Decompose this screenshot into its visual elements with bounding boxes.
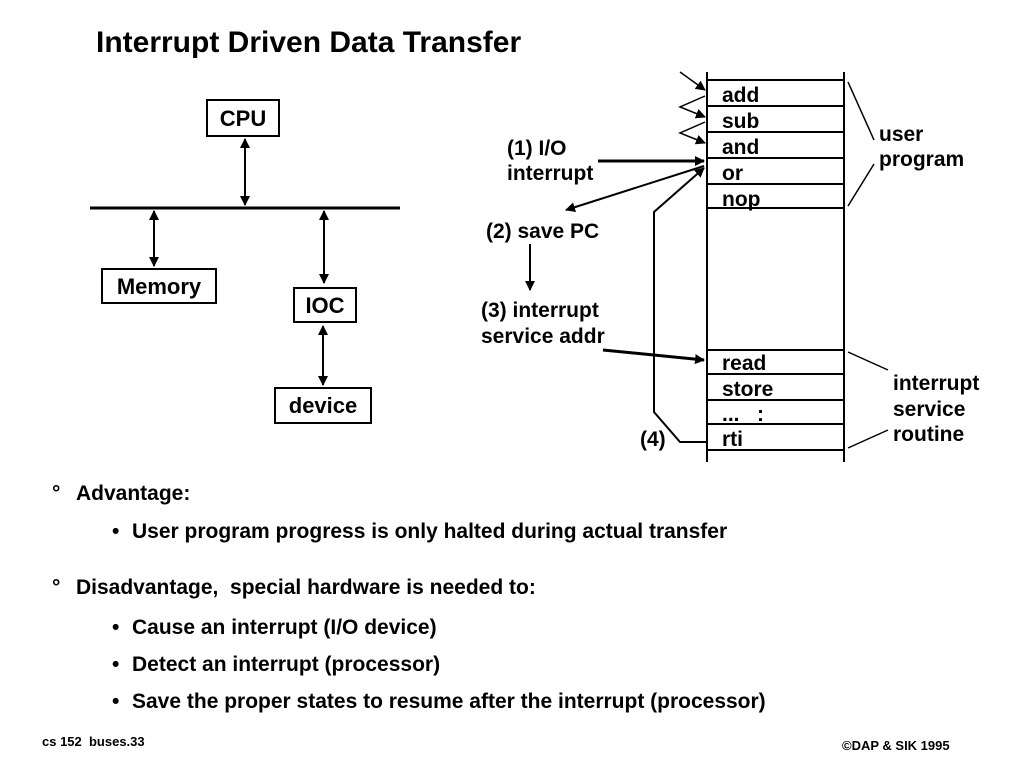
interrupt-diagram: CPU Memory IOC device add bbox=[90, 71, 979, 462]
bullet-disadvantage-item-1: • Cause an interrupt (I/O device) bbox=[112, 616, 437, 640]
memory-cell-read: read bbox=[722, 352, 766, 375]
isr-label-line2: service bbox=[893, 398, 965, 421]
service-routine-cells: read store ... : rti bbox=[707, 349, 844, 451]
step2-label: (2) save PC bbox=[486, 220, 599, 243]
memory-label: Memory bbox=[117, 274, 202, 299]
memory-cell-rti: rti bbox=[722, 428, 743, 451]
page-title: Interrupt Driven Data Transfer bbox=[96, 26, 522, 59]
pc-step-arrows bbox=[678, 71, 706, 145]
step1-label-line1: (1) I/O bbox=[507, 137, 567, 160]
bullet-advantage-item: • User program progress is only halted du… bbox=[112, 520, 727, 544]
step3-label-line1: (3) interrupt bbox=[481, 299, 599, 322]
memory-cell-ellipsis: ... : bbox=[722, 403, 764, 426]
step4-label: (4) bbox=[640, 428, 666, 451]
disadvantage-item-text: Detect an interrupt (processor) bbox=[132, 653, 441, 676]
disadvantage-text: Disadvantage, special hardware is needed… bbox=[76, 576, 536, 599]
user-program-label-line1: user bbox=[879, 123, 923, 146]
step3-label-line2: service addr bbox=[481, 325, 605, 348]
return-path-arrow bbox=[653, 167, 706, 443]
ioc-box: IOC bbox=[293, 287, 357, 323]
memory-column: add sub and or nop read store ... : rti … bbox=[706, 72, 845, 462]
system-block-diagram: CPU Memory IOC device bbox=[90, 99, 400, 424]
user-program-pointer-top bbox=[847, 81, 875, 141]
memory-cell-sub: sub bbox=[722, 110, 759, 133]
sub-bullet-mark: • bbox=[112, 616, 120, 639]
memory-cell-or: or bbox=[722, 162, 743, 185]
bullet-mark: ° bbox=[52, 482, 61, 505]
bullet-disadvantage: ° Disadvantage, special hardware is neede… bbox=[52, 576, 536, 600]
sub-bullet-mark: • bbox=[112, 653, 120, 676]
device-label: device bbox=[289, 393, 358, 418]
save-pc-arrow bbox=[565, 165, 705, 213]
disadvantage-item-text: Cause an interrupt (I/O device) bbox=[132, 616, 437, 639]
memory-cell-add: add bbox=[722, 84, 759, 107]
memory-cell-store: store bbox=[722, 378, 773, 401]
footer-copyright: ©DAP & SIK 1995 bbox=[842, 738, 950, 753]
user-program-cells: add sub and or nop bbox=[707, 79, 844, 211]
isr-label-line1: interrupt bbox=[893, 372, 979, 395]
cpu-label: CPU bbox=[220, 106, 266, 131]
footer-slide-id: cs 152 buses.33 bbox=[42, 734, 145, 749]
cpu-box: CPU bbox=[206, 99, 280, 137]
sub-bullet-mark: • bbox=[112, 520, 120, 543]
memory-cell-nop: nop bbox=[722, 188, 760, 211]
memory-box: Memory bbox=[101, 268, 217, 304]
memory-cell-and: and bbox=[722, 136, 759, 159]
advantage-item-text: User program progress is only halted dur… bbox=[132, 520, 728, 543]
bullet-disadvantage-item-3: • Save the proper states to resume after … bbox=[112, 690, 766, 714]
step1-label-line2: interrupt bbox=[507, 162, 593, 185]
sub-bullet-mark: • bbox=[112, 690, 120, 713]
disadvantage-item-text: Save the proper states to resume after t… bbox=[132, 690, 766, 713]
user-program-label-line2: program bbox=[879, 148, 964, 171]
bullet-advantage: ° Advantage: bbox=[52, 482, 190, 506]
isr-pointer-bottom bbox=[847, 429, 889, 449]
isr-label-line3: routine bbox=[893, 423, 964, 446]
isr-pointer-top bbox=[847, 351, 889, 371]
bullet-disadvantage-item-2: • Detect an interrupt (processor) bbox=[112, 653, 440, 677]
user-program-pointer-bottom bbox=[847, 163, 875, 207]
device-box: device bbox=[274, 387, 372, 424]
ioc-label: IOC bbox=[305, 293, 344, 318]
bullet-mark: ° bbox=[52, 576, 61, 599]
advantage-text: Advantage: bbox=[76, 482, 191, 505]
